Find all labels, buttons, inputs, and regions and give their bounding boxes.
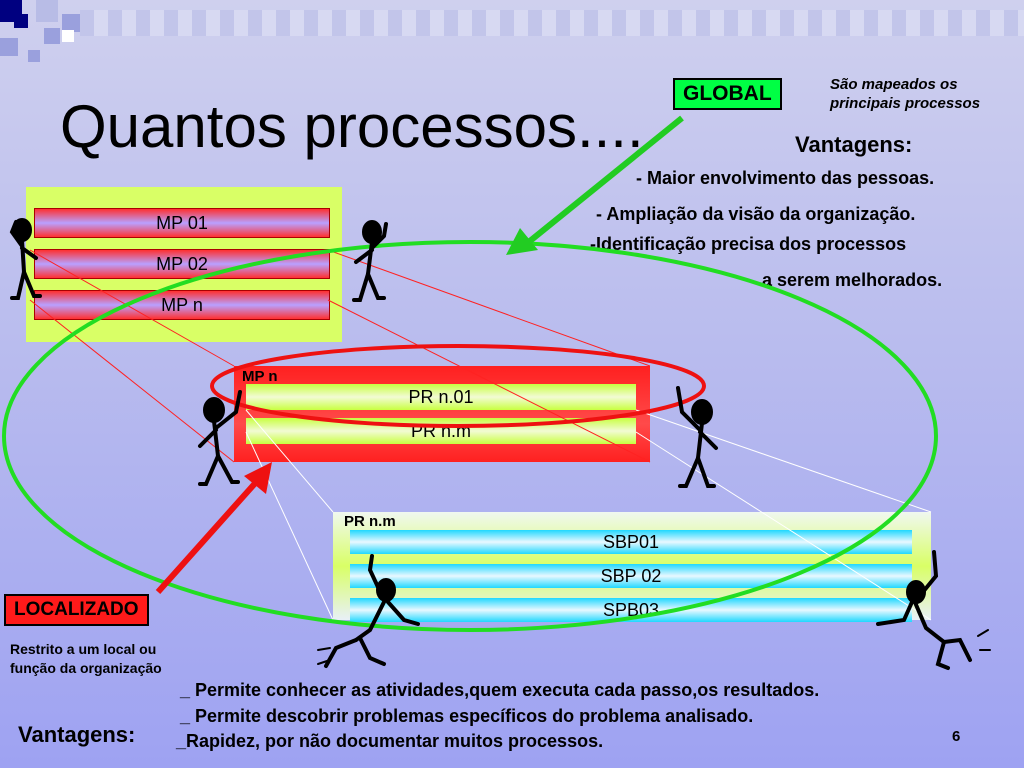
header-stripe bbox=[80, 10, 1024, 36]
global-advantage-item: - Maior envolvimento das pessoas. bbox=[636, 168, 935, 188]
subprocess-panel-label: PR n.m bbox=[344, 513, 396, 530]
corner-square bbox=[62, 14, 80, 32]
corner-square bbox=[62, 30, 74, 42]
corner-square bbox=[0, 38, 18, 56]
corner-square bbox=[44, 28, 60, 44]
corner-square bbox=[36, 0, 58, 22]
page-number: 6 bbox=[952, 728, 961, 745]
global-note: São mapeados os principais processos bbox=[830, 75, 980, 113]
localized-advantage-item: _ Permite conhecer as atividades,quem ex… bbox=[180, 680, 820, 700]
localized-note-line: Restrito a um local ou bbox=[10, 641, 157, 657]
global-advantage-item: -Identificação precisa dos processos bbox=[590, 234, 907, 254]
macro-process-bar: MP n bbox=[34, 290, 330, 320]
stick-figure-icon bbox=[676, 386, 718, 488]
process-panel bbox=[234, 366, 650, 462]
slide-title: Quantos processos.... bbox=[60, 93, 644, 160]
localized-arrow bbox=[155, 462, 272, 594]
stick-figure-icon bbox=[876, 550, 991, 670]
localized-advantage-item: _Rapidez, por não documentar muitos proc… bbox=[176, 731, 604, 751]
global-advantages-label: Vantagens: bbox=[795, 132, 913, 157]
corner-square bbox=[14, 14, 28, 28]
subprocess-bar: SBP 02 bbox=[350, 564, 912, 588]
connector-lines-white bbox=[245, 409, 932, 621]
global-note-line: São mapeados os bbox=[830, 76, 958, 93]
global-note-line: principais processos bbox=[830, 95, 981, 112]
global-label: GLOBAL bbox=[673, 78, 782, 110]
localized-scope-ellipse bbox=[210, 344, 706, 428]
stick-figure-icon bbox=[198, 390, 242, 486]
global-arrow bbox=[506, 115, 684, 255]
stick-figure-icon bbox=[9, 218, 42, 300]
macro-process-bar: MP 02 bbox=[34, 249, 330, 279]
localized-advantages-label: Vantagens: bbox=[18, 722, 136, 747]
localized-note-line: função da organização bbox=[10, 660, 162, 676]
process-bar: PR n.01 bbox=[246, 384, 636, 410]
connector-lines-red bbox=[29, 249, 651, 463]
macro-process-bar: MP 01 bbox=[34, 208, 330, 238]
stick-figure-icon bbox=[317, 554, 420, 668]
corner-square bbox=[28, 50, 40, 62]
global-advantage-item: - Ampliação da visão da organização. bbox=[596, 204, 916, 224]
localized-note: Restrito a um local ou função da organiz… bbox=[10, 640, 162, 678]
stick-figure-icon bbox=[352, 220, 388, 302]
localized-label: LOCALIZADO bbox=[4, 594, 149, 626]
subprocess-bar: SBP01 bbox=[350, 530, 912, 554]
global-scope-ellipse bbox=[2, 240, 938, 632]
localized-advantage-item: _ Permite descobrir problemas específico… bbox=[180, 706, 754, 726]
global-advantage-item: a serem melhorados. bbox=[762, 270, 943, 290]
process-panel-label: MP n bbox=[242, 368, 278, 385]
